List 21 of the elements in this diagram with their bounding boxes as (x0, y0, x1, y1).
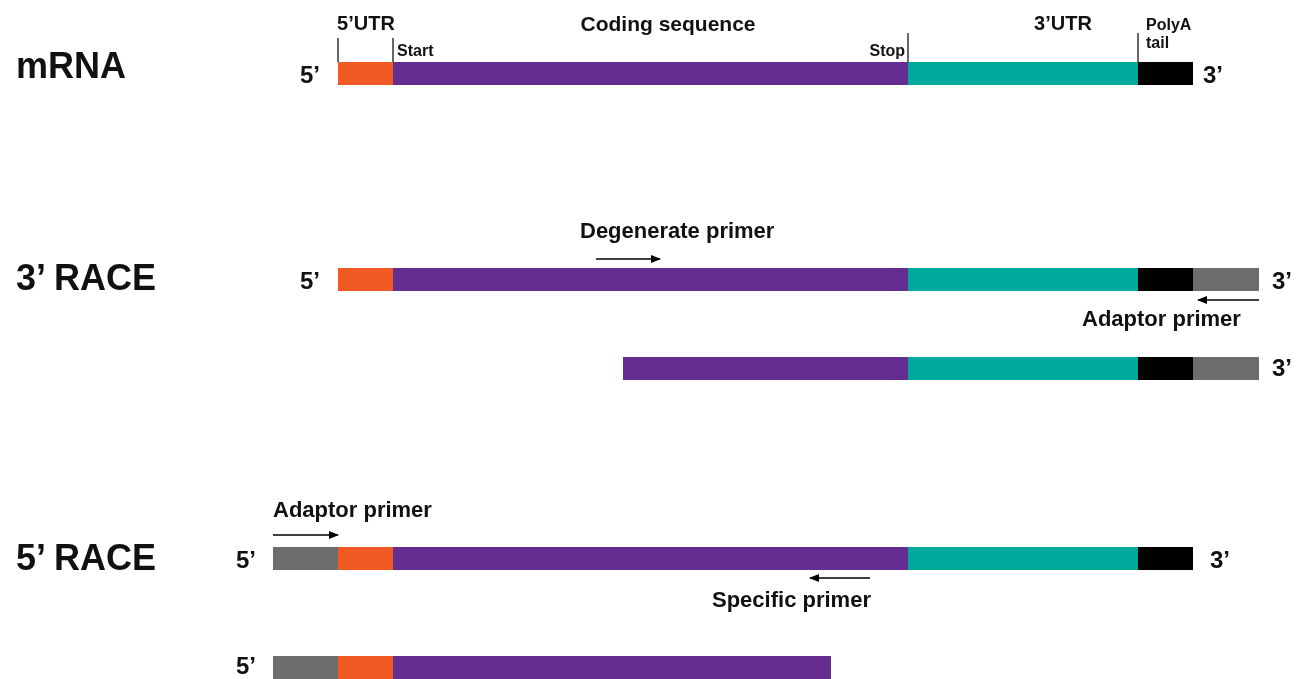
end-label: 5’ (236, 547, 256, 574)
primer-label: Adaptor primer (273, 498, 432, 523)
end-label: 3’ (1272, 355, 1292, 382)
region-label: Coding sequence (579, 12, 757, 36)
region-label: 5’UTR (336, 12, 396, 34)
region-label: 3’UTR (1033, 12, 1093, 34)
start-codon-label: Start (397, 42, 434, 60)
end-label: 5’ (300, 62, 320, 89)
row-title: 3’ RACE (16, 258, 157, 298)
region-label: PolyA tail (1146, 16, 1192, 52)
end-label: 5’ (236, 653, 256, 679)
end-label: 5’ (300, 268, 320, 295)
row-title: mRNA (16, 46, 126, 86)
end-label: 3’ (1210, 547, 1230, 574)
primer-label: Adaptor primer (1082, 307, 1241, 332)
primer-label: Specific primer (712, 588, 871, 613)
stop-codon-label: Stop (868, 42, 905, 60)
row-title: 5’ RACE (16, 538, 157, 578)
end-label: 3’ (1272, 268, 1292, 295)
end-label: 3’ (1203, 62, 1223, 89)
primer-label: Degenerate primer (580, 219, 775, 244)
